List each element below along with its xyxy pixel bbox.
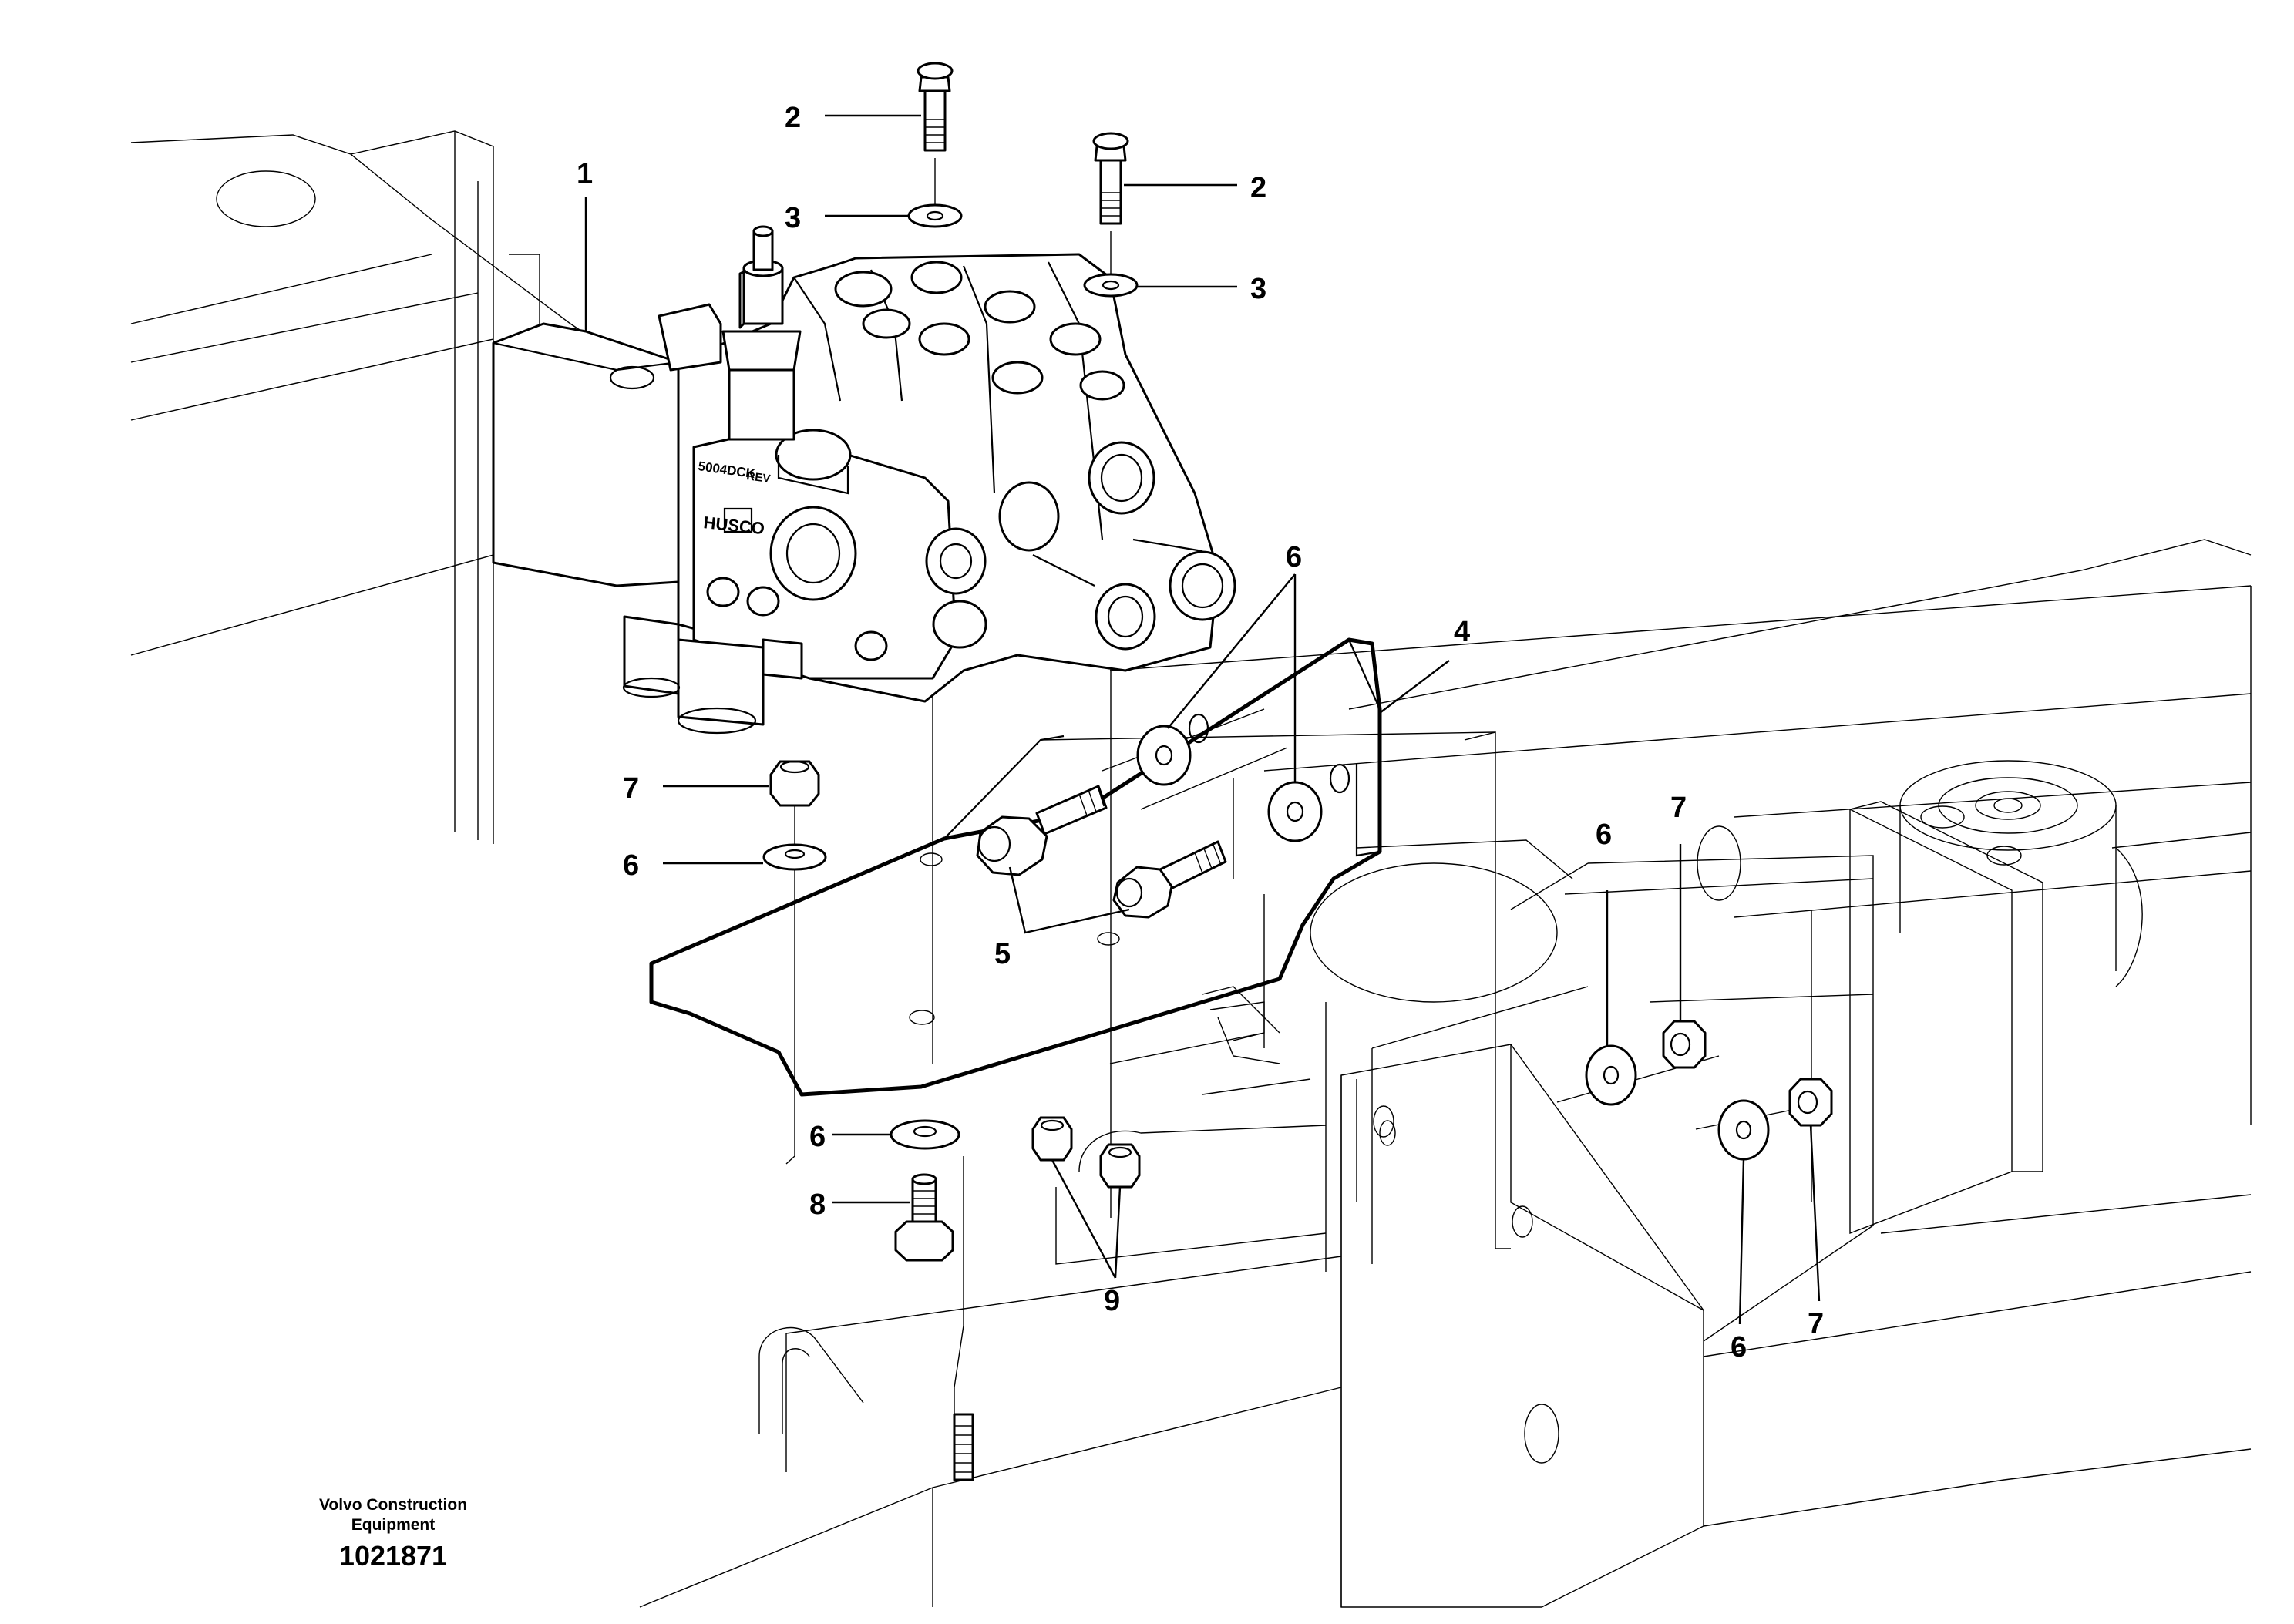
control-valve: 5004DCK REV HUSCO bbox=[492, 225, 1236, 735]
callout-1: 1 bbox=[577, 158, 593, 190]
leader-lines bbox=[584, 114, 1821, 1325]
callout-7-right-b: 7 bbox=[1808, 1308, 1824, 1340]
fittings bbox=[834, 261, 1125, 401]
nut-9b bbox=[1099, 1143, 1141, 1189]
callout-3a: 3 bbox=[785, 202, 801, 234]
callout-6-left: 6 bbox=[623, 849, 639, 882]
callout-7-left: 7 bbox=[623, 772, 639, 805]
company-name-line1: Volvo Construction bbox=[318, 1496, 468, 1514]
washer-6c bbox=[1267, 781, 1323, 842]
washer-6d bbox=[890, 1119, 960, 1150]
callout-3b: 3 bbox=[1250, 273, 1266, 305]
callout-6-bracket: 6 bbox=[1286, 541, 1302, 573]
callout-6-bottom: 6 bbox=[809, 1121, 826, 1153]
rev-marking: REV bbox=[745, 469, 771, 486]
bolt-2b bbox=[1092, 132, 1129, 225]
bolt-8 bbox=[894, 1173, 954, 1262]
nut-7a bbox=[769, 760, 820, 807]
washer-3a bbox=[907, 203, 963, 228]
machine-frame bbox=[130, 130, 2252, 1608]
washer-6e bbox=[1585, 1044, 1637, 1106]
stud bbox=[953, 1413, 974, 1481]
mounting-bracket bbox=[649, 637, 1382, 1097]
company-name-line2: Equipment bbox=[351, 1516, 436, 1534]
nut-7c bbox=[1788, 1078, 1833, 1127]
callout-9: 9 bbox=[1104, 1285, 1120, 1317]
washer-3b bbox=[1083, 273, 1139, 298]
nut-7b bbox=[1662, 1020, 1707, 1069]
bolt-2a bbox=[917, 62, 954, 152]
callout-6-right-b: 6 bbox=[1731, 1331, 1747, 1363]
callout-labels: 2 3 2 3 1 4 6 7 6 5 6 8 9 6 7 6 7 bbox=[577, 102, 1824, 1363]
callout-5: 5 bbox=[994, 938, 1011, 970]
callout-2b: 2 bbox=[1250, 172, 1266, 204]
callout-8: 8 bbox=[809, 1189, 826, 1221]
washer-6f bbox=[1717, 1099, 1770, 1161]
fasteners bbox=[762, 62, 1833, 1481]
nut-9a bbox=[1031, 1116, 1073, 1162]
callout-6-right-a: 6 bbox=[1596, 819, 1612, 851]
bolt-5a bbox=[976, 785, 1108, 876]
callout-7-right-a: 7 bbox=[1670, 792, 1687, 824]
bolt-5b bbox=[1112, 840, 1227, 919]
callout-2a: 2 bbox=[785, 102, 801, 134]
figure-footer: Volvo Construction Equipment 1021871 bbox=[278, 1495, 509, 1572]
washer-6b bbox=[1136, 725, 1192, 786]
callout-4: 4 bbox=[1454, 616, 1470, 648]
illustration-number: 1021871 bbox=[338, 1540, 448, 1572]
